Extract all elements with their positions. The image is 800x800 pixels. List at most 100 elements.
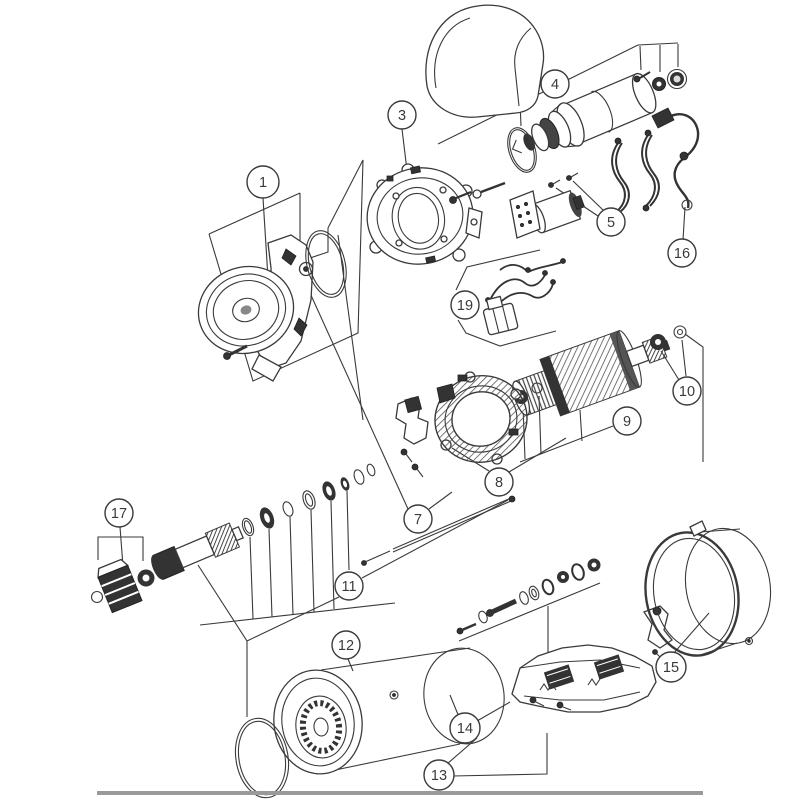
callout-11-leader-5	[330, 500, 335, 610]
callout-17-circle	[104, 498, 134, 528]
callout-15-circle	[655, 651, 687, 683]
snap-ring	[90, 590, 104, 604]
bottom-bar	[97, 791, 703, 795]
callout-10-circle	[672, 376, 702, 406]
callout-14-leader-2	[476, 701, 511, 722]
drive-shaft-washer-set	[151, 463, 376, 581]
callout-10-bracket	[684, 333, 704, 462]
long-screw	[472, 181, 506, 199]
flange-detail-1	[281, 248, 297, 266]
long-diagonal-a	[309, 292, 409, 510]
callout-16: 16	[667, 238, 697, 268]
bearing-set	[650, 325, 687, 350]
callout-16-leader	[682, 206, 686, 241]
callout-11-link-corner	[246, 596, 340, 642]
callout-4-circle	[540, 69, 570, 99]
callout-11-leader-6	[346, 490, 350, 571]
callout-7-leader	[428, 491, 453, 510]
o-ring-front	[305, 230, 347, 298]
bracket-boss	[197, 265, 295, 355]
callout-13: 13	[423, 759, 455, 791]
callout-9-number: 9	[623, 414, 631, 430]
pinion-gear-set	[90, 558, 155, 614]
callout-leader-lines	[97, 42, 710, 777]
callout-11-leader-1	[249, 536, 254, 620]
cover-band	[644, 520, 772, 657]
callout-14: 14	[449, 712, 481, 744]
yoke-housing	[234, 647, 505, 799]
callout-3: 3	[387, 100, 417, 130]
callout-8-number: 8	[495, 475, 503, 491]
callout-9: 9	[612, 406, 642, 436]
callout-13-bracket	[452, 733, 548, 777]
armature	[512, 330, 671, 417]
solenoid-switch	[507, 68, 688, 173]
callout-3-circle	[387, 100, 417, 130]
callout-13-leader	[446, 737, 478, 765]
callout-10-leader-2	[681, 339, 687, 377]
wiring-harness	[651, 107, 700, 211]
callout-19-circle	[450, 290, 480, 320]
cap-rib	[434, 17, 471, 89]
callout-11-leader-2	[268, 528, 273, 618]
callout-1-number: 1	[259, 175, 267, 191]
callout-4-number: 4	[551, 77, 559, 93]
callout-15: 15	[655, 651, 687, 683]
long-diagonal-b	[337, 234, 364, 421]
callout-11: 11	[334, 571, 364, 601]
callout-1-circle	[246, 165, 280, 199]
small-screw	[449, 190, 472, 204]
callout-14-leader-1	[449, 694, 460, 718]
callout-15-leader	[672, 612, 710, 655]
yoke-hole	[389, 690, 399, 700]
callout-16-number: 16	[674, 246, 690, 262]
brush-holder	[511, 605, 673, 713]
callout-5: 5	[596, 207, 626, 237]
field-coil-ring	[434, 371, 528, 465]
callout-3-number: 3	[398, 108, 406, 124]
band-tab	[689, 520, 707, 537]
brush-bracket-hardware	[361, 383, 516, 566]
callout-5-leader-2	[572, 180, 604, 211]
callout-9-leader-3	[579, 409, 583, 442]
harness-connector	[651, 107, 675, 129]
drive-end-bracket	[197, 230, 347, 382]
callout-14-circle	[449, 712, 481, 744]
callout-17-leader	[119, 526, 124, 567]
ring-terminal	[681, 199, 693, 211]
callout-5-circle	[596, 207, 626, 237]
brush-block	[436, 383, 456, 404]
callout-13-number: 13	[431, 768, 447, 784]
solenoid-hardware	[633, 68, 688, 91]
callout-11-circle	[334, 571, 364, 601]
yoke-inner-detail	[295, 695, 347, 759]
washer-series	[241, 463, 376, 537]
callout-10: 10	[672, 376, 702, 406]
solenoid-o-ring	[507, 127, 537, 173]
callout-12-outline	[197, 564, 248, 717]
callout-4: 4	[540, 69, 570, 99]
auxiliary-relay	[509, 172, 585, 239]
callout-10-number: 10	[679, 384, 695, 400]
brush-spring-2	[587, 678, 601, 686]
callout-8: 8	[484, 467, 514, 497]
hardware-shelf-line	[458, 582, 601, 642]
callout-8-leader-2	[508, 437, 567, 473]
band-screw	[744, 636, 754, 646]
callout-17-number: 17	[111, 506, 127, 522]
tie-rod	[361, 495, 516, 566]
callout-13-circle	[423, 759, 455, 791]
flange-detail-2	[293, 317, 308, 337]
callout-8-circle	[484, 467, 514, 497]
callout-9-circle	[612, 406, 642, 436]
callout-4-drop-1	[639, 45, 642, 71]
callout-19: 19	[450, 290, 480, 320]
callout-12-circle	[331, 630, 361, 660]
callout-11-number: 11	[341, 579, 356, 595]
lead-connector-housing	[482, 295, 519, 336]
callout-11-leader-3	[289, 516, 294, 616]
callout-12: 12	[331, 630, 361, 660]
